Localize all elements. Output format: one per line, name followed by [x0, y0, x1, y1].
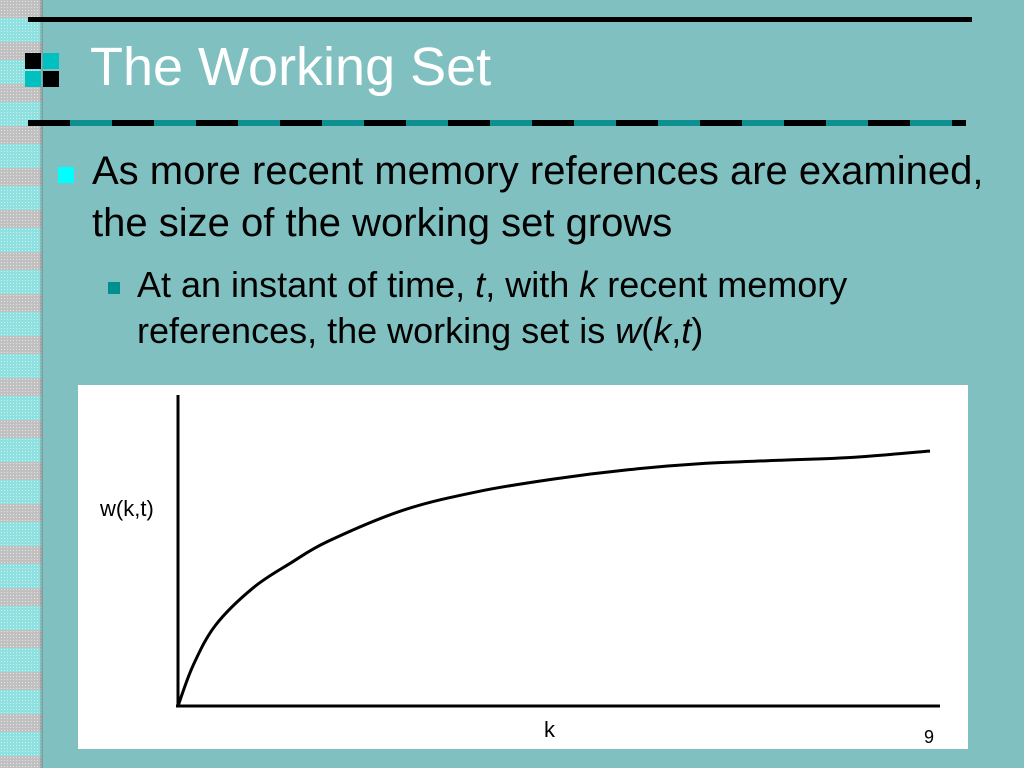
bullet-segment: recent memory references, the working se… [137, 264, 848, 351]
title-squares-icon [25, 53, 61, 89]
bullet-text-level1: As more recent memory references are exa… [92, 145, 1012, 249]
bullet-segment: t [475, 264, 486, 305]
title-dashed-rule [28, 120, 966, 126]
bullet-segment: t [681, 310, 692, 351]
slide-title: The Working Set [90, 37, 492, 97]
bullet-text-level2: At an instant of time, t, with k recent … [137, 262, 997, 354]
sub-bullet-square-icon [108, 282, 120, 294]
strip-edge-shadow [40, 0, 43, 768]
bullet-segment: At an instant of time, [137, 264, 476, 305]
x-axis-label: k [544, 717, 556, 742]
working-set-curve [176, 449, 931, 707]
top-rule [28, 17, 972, 22]
bullet-segment: w [615, 310, 642, 351]
bullet-square-icon [58, 167, 74, 183]
bullet-segment: , with [485, 264, 580, 305]
bullet-segment: , [671, 310, 682, 351]
working-set-figure: w(k,t) k 9 [78, 385, 968, 749]
bullet-segment: ( [641, 310, 654, 351]
page-number: 9 [924, 727, 934, 747]
bullet-segment: k [579, 264, 598, 305]
working-set-chart: w(k,t) k 9 [99, 395, 940, 747]
bullet-segment: As more recent memory references are exa… [92, 149, 984, 245]
y-axis-label: w(k,t) [99, 496, 154, 521]
bullet-segment: k [653, 310, 672, 351]
bullet-segment: ) [691, 310, 704, 351]
left-decorative-strip [0, 0, 42, 768]
